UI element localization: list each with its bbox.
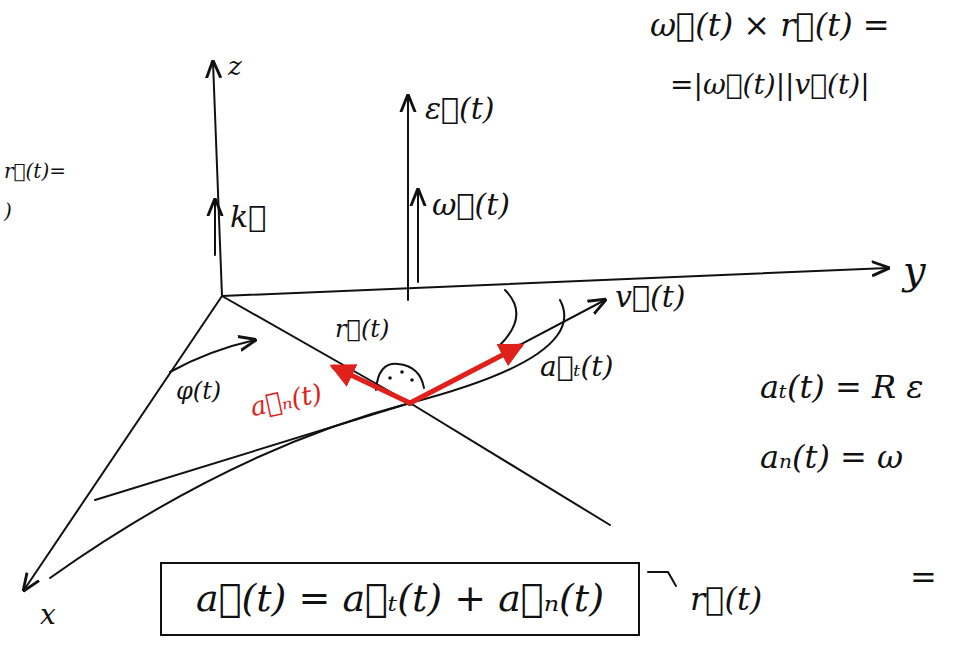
angle-arc — [170, 340, 255, 372]
x-axis — [24, 296, 222, 590]
epsilon-vector — [407, 96, 409, 300]
tangential-acceleration — [410, 346, 520, 403]
formula-label: φ(t) — [176, 378, 221, 404]
formula-label: aₜ(t) = R ε — [760, 370, 923, 405]
formula-box: a⃗(t) = a⃗ₜ(t) + a⃗ₙ(t) — [160, 562, 640, 636]
formula-label: a⃗ₙ(t) — [248, 379, 325, 422]
formula-label: ) — [4, 200, 12, 222]
formula-label: =|ω⃗(t)||v⃗(t)| — [670, 70, 870, 101]
formula-label: ε⃗(t) — [425, 92, 495, 125]
formula-label: r⃗(t) — [690, 582, 762, 617]
z-axis — [213, 62, 222, 296]
projection-line — [410, 403, 610, 525]
path-arc — [500, 290, 516, 345]
right-angle-mark — [376, 364, 424, 390]
formula-text: a⃗(t) = a⃗ₜ(t) + a⃗ₙ(t) — [196, 578, 604, 620]
formula-label: = — [910, 560, 937, 595]
formula-label: x — [40, 600, 56, 631]
formula-label: aₙ(t) = ω — [760, 440, 903, 475]
y-axis — [222, 268, 888, 296]
unit-vector-k — [214, 200, 216, 255]
normal-acceleration — [334, 367, 410, 403]
formula-label: ω⃗(t) × r⃗(t) = — [650, 8, 890, 43]
dot — [410, 378, 414, 382]
formula-label: z — [228, 52, 242, 81]
formula-label: ω⃗(t) — [432, 188, 510, 221]
formula-label: k⃗ — [230, 200, 266, 233]
formula-label: r⃗(t) — [335, 316, 389, 342]
formula-label: a⃗ₜ(t) — [540, 352, 614, 383]
formula-hook — [648, 572, 676, 586]
formula-label: v⃗(t) — [615, 280, 685, 313]
dot — [388, 376, 392, 380]
omega-vector — [417, 190, 419, 282]
formula-label: r⃗(t)= — [4, 160, 66, 182]
circular-path — [50, 300, 564, 578]
dot — [400, 370, 404, 374]
formula-label: y — [903, 248, 926, 292]
